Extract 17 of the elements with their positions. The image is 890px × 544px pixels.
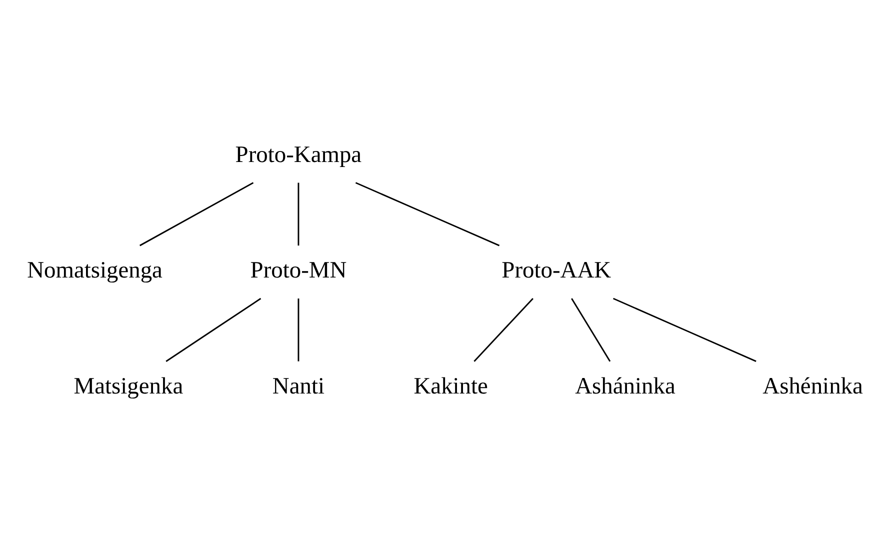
node-text: Proto-AAK [502,258,612,284]
connector [298,182,300,246]
node-text: Ashéninka [762,373,863,400]
connector [298,298,300,362]
connector [355,182,500,246]
connector [140,182,254,246]
node-text: Proto-MN [250,258,347,284]
node-text: Proto-Kampa [235,142,362,168]
connector [474,298,534,362]
connector [612,298,756,362]
node-text: Kakinte [414,373,488,400]
connector [166,298,262,362]
node-text: Asháninka [575,373,676,400]
connector [571,298,611,362]
node-text: Matsigenka [74,373,184,400]
node-text: Nomatsigenga [27,258,162,284]
node-text: Nanti [272,373,325,400]
